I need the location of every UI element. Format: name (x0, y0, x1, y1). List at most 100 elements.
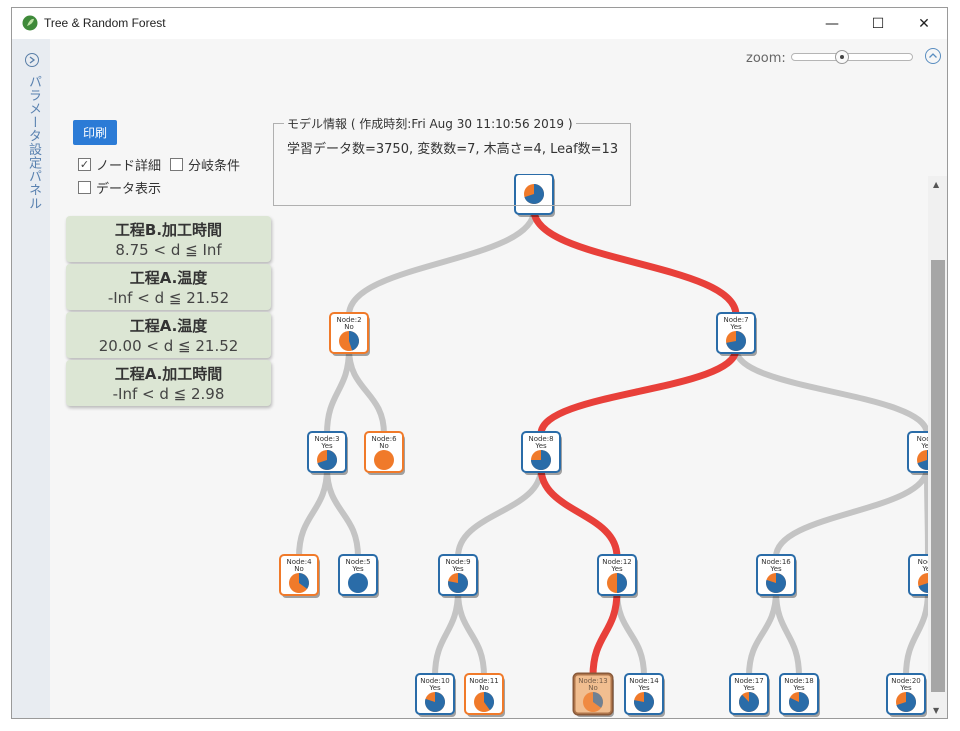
app-leaf-icon (22, 15, 38, 31)
condition-range: -Inf < d ≦ 21.52 (107, 289, 230, 307)
node-title: Node:18 (784, 677, 814, 685)
node-class-label: No (379, 442, 389, 450)
node-class-label: Yes (320, 442, 333, 450)
branch-condition-label: 分岐条件 (188, 159, 241, 174)
zoom-slider-thumb[interactable] (835, 50, 850, 64)
checkbox-box[interactable] (170, 158, 183, 171)
tree-node[interactable]: Node:2No (329, 312, 370, 356)
checkbox-box[interactable]: ✓ (78, 158, 91, 171)
tree-edge (346, 207, 537, 318)
tree-node[interactable] (514, 173, 555, 217)
node-title: Node:9 (445, 558, 470, 566)
close-button[interactable]: ✕ (901, 8, 947, 39)
tree-edge (773, 465, 930, 560)
tree-edge (773, 588, 802, 679)
pie-slice-blue (317, 450, 337, 470)
model-info-stats: 学習データ数=3750, 変数数=7, 木高さ=4, Leaf数=13 (287, 142, 619, 157)
node-class-label: No (588, 684, 598, 692)
window-title: Tree & Random Forest (44, 16, 166, 30)
condition-card[interactable]: 工程B.加工時間 8.75 < d ≦ Inf (66, 216, 271, 262)
node-title: Node:2 (336, 316, 361, 324)
node-class-label: No (479, 684, 489, 692)
node-class-label: Yes (428, 684, 441, 692)
node-class-label: Yes (451, 565, 464, 573)
vertical-scrollbar[interactable]: ▲ ▼ (928, 176, 947, 718)
tree-node[interactable]: Node:13No (572, 672, 614, 717)
node-class-label: Yes (921, 565, 934, 573)
node-class-label: Yes (899, 684, 912, 692)
condition-card[interactable]: 工程A.温度 20.00 < d ≦ 21.52 (66, 312, 271, 358)
condition-range: -Inf < d ≦ 2.98 (112, 385, 225, 403)
scroll-down-icon[interactable]: ▼ (933, 706, 940, 715)
node-class-label: Yes (792, 684, 805, 692)
minimize-button[interactable]: — (809, 8, 855, 39)
data-display-checkbox[interactable]: データ表示 (78, 178, 161, 197)
maximize-button[interactable]: ☐ (855, 8, 901, 39)
pie-slice-blue (425, 692, 446, 712)
node-class-label: Yes (742, 684, 755, 692)
pie-slice-blue (299, 573, 309, 589)
node-class-label: No (344, 323, 354, 331)
tree-node[interactable]: Node:6No (364, 431, 405, 475)
node-detail-checkbox[interactable]: ✓ ノード詳細 (78, 155, 161, 174)
node-title: Node:20 (891, 677, 921, 685)
scroll-up-icon[interactable]: ▲ (933, 180, 940, 189)
condition-card[interactable]: 工程A.温度 -Inf < d ≦ 21.52 (66, 264, 271, 310)
zoom-bar: zoom: (50, 39, 947, 72)
pie-slice-blue (348, 573, 368, 593)
node-title: Node:17 (734, 677, 764, 685)
pie-slice-orange (374, 450, 394, 470)
highlighted-path-edge (530, 206, 740, 319)
node-title: Node:13 (578, 677, 608, 685)
maximize-icon: ☐ (871, 15, 885, 32)
tree-edge (324, 465, 361, 560)
expand-panel-icon[interactable] (25, 53, 39, 67)
tree-edge (924, 465, 931, 560)
node-title: Node:5 (345, 558, 370, 566)
pie-slice-blue (484, 692, 495, 711)
node-title: Node:4 (286, 558, 312, 566)
zoom-slider[interactable] (791, 50, 913, 64)
tree-edge (614, 588, 647, 679)
scrollbar-thumb[interactable] (931, 260, 945, 692)
highlighted-path-edge (537, 345, 740, 438)
parameter-panel-label[interactable]: パラメータ設定パネル (26, 75, 41, 210)
model-info-box: モデル情報 ( 作成時刻:Fri Aug 30 11:10:56 2019 ) … (273, 115, 631, 206)
pie-slice-blue (531, 450, 551, 470)
selection-overlay (574, 674, 612, 714)
checkbox-box[interactable] (78, 181, 91, 194)
print-button[interactable]: 印刷 (73, 120, 117, 145)
branch-condition-checkbox[interactable]: 分岐条件 (170, 155, 240, 174)
node-title: Node:3 (314, 435, 339, 443)
node-title: Node:10 (420, 677, 450, 685)
node-detail-label: ノード詳細 (96, 159, 162, 174)
node-title: Node:7 (723, 316, 748, 324)
title-bar: Tree & Random Forest — ☐ ✕ (12, 8, 947, 39)
pie-slice-blue (593, 692, 603, 708)
pie-slice-blue (349, 331, 360, 351)
chevron-up-icon[interactable] (925, 48, 941, 64)
pie-slice-blue (766, 573, 787, 594)
tree-node[interactable]: Node:4No (279, 554, 320, 598)
condition-card[interactable]: 工程A.加工時間 -Inf < d ≦ 2.98 (66, 360, 271, 406)
condition-range: 8.75 < d ≦ Inf (115, 241, 222, 259)
node-title: Node:12 (602, 558, 632, 566)
highlighted-path-edge (589, 587, 621, 680)
tree-edge (903, 588, 931, 679)
node-title: Node: (917, 435, 938, 443)
pie-slice-blue (788, 692, 809, 712)
